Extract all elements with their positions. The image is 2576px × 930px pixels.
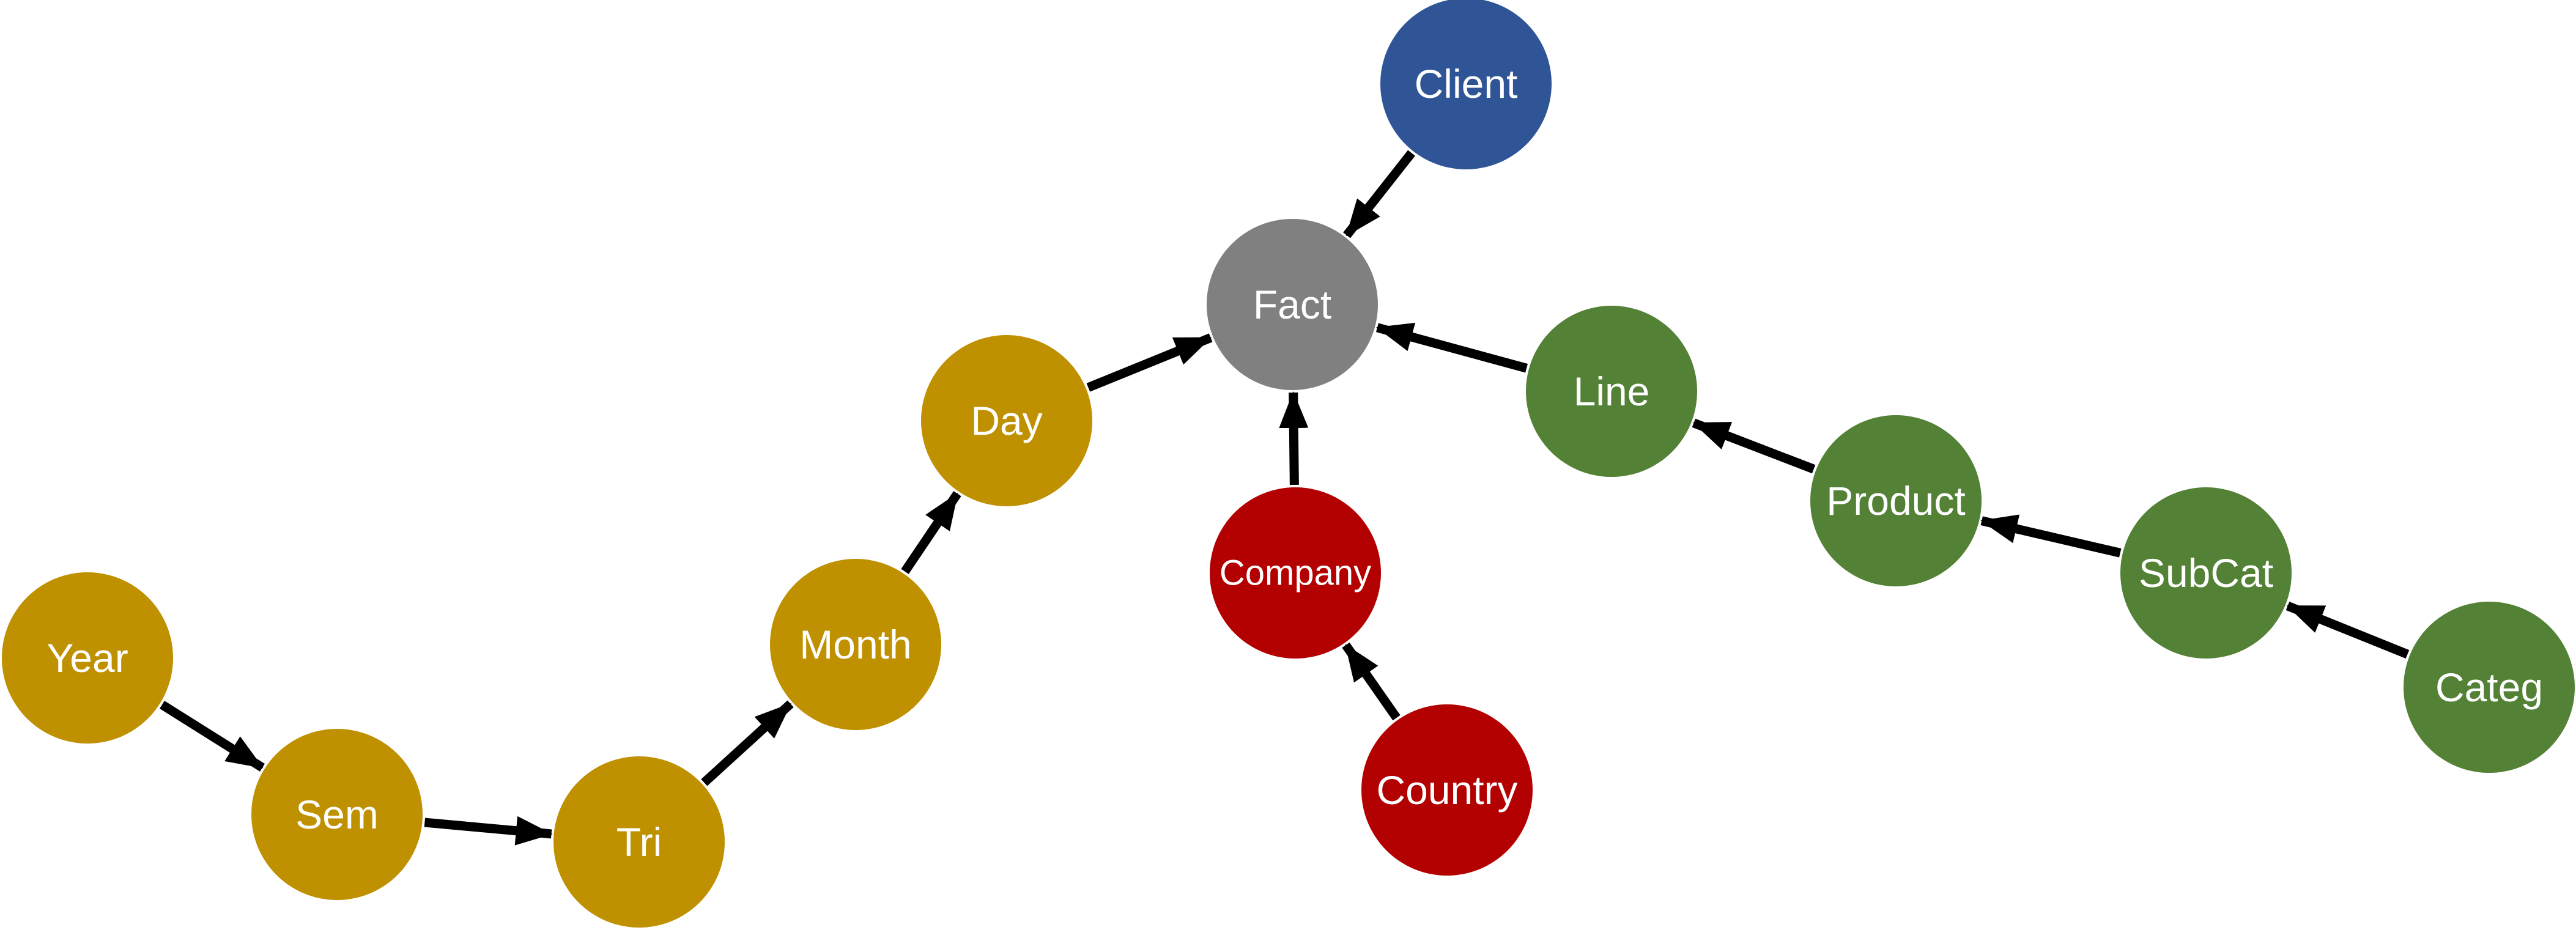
edges-layer bbox=[159, 150, 2410, 846]
node-subcat: SubCat bbox=[2120, 487, 2292, 659]
node-company-label: Company bbox=[1220, 553, 1371, 593]
node-sem-label: Sem bbox=[295, 792, 379, 837]
node-country: Country bbox=[1361, 704, 1533, 876]
node-client: Client bbox=[1380, 0, 1552, 169]
node-categ-label: Categ bbox=[2435, 665, 2543, 710]
node-product-label: Product bbox=[1826, 478, 1965, 523]
node-product-circle bbox=[1810, 415, 1982, 586]
node-day: Day bbox=[921, 335, 1092, 506]
node-day-circle bbox=[921, 335, 1092, 506]
node-month: Month bbox=[770, 559, 941, 730]
node-categ-circle bbox=[2404, 602, 2575, 773]
node-fact-circle bbox=[1207, 219, 1378, 390]
node-categ: Categ bbox=[2404, 602, 2575, 773]
edge-categ-to-subcat bbox=[2285, 601, 2410, 659]
edge-day-to-fact bbox=[1086, 333, 1213, 392]
node-fact: Fact bbox=[1207, 219, 1378, 390]
node-company: Company bbox=[1210, 487, 1381, 659]
node-day-label: Day bbox=[971, 398, 1042, 443]
node-tri-circle bbox=[553, 756, 725, 928]
edge-month-to-day bbox=[901, 491, 961, 574]
node-year: Year bbox=[2, 572, 173, 744]
edge-line-to-fact bbox=[1375, 322, 1528, 373]
node-sem-circle bbox=[251, 729, 423, 900]
edge-country-to-company bbox=[1342, 642, 1401, 721]
edge-product-to-line bbox=[1692, 418, 1816, 474]
edge-year-to-sem bbox=[159, 701, 265, 772]
edge-subcat-to-product bbox=[1980, 514, 2122, 558]
node-tri: Tri bbox=[553, 756, 725, 928]
edge-sem-to-tri bbox=[424, 816, 553, 846]
node-year-circle bbox=[2, 572, 173, 744]
node-country-label: Country bbox=[1376, 767, 1517, 813]
node-sem: Sem bbox=[251, 729, 423, 900]
edge-client-to-fact bbox=[1343, 150, 1415, 238]
node-country-circle bbox=[1361, 704, 1533, 876]
edge-tri-to-month bbox=[701, 700, 794, 786]
node-company-circle bbox=[1210, 487, 1381, 659]
node-year-label: Year bbox=[46, 635, 128, 681]
node-line-label: Line bbox=[1574, 369, 1650, 414]
node-subcat-circle bbox=[2120, 487, 2292, 659]
node-tri-label: Tri bbox=[616, 819, 662, 865]
node-month-circle bbox=[770, 559, 941, 730]
node-subcat-label: SubCat bbox=[2139, 550, 2273, 596]
node-fact-label: Fact bbox=[1253, 282, 1331, 327]
node-client-circle bbox=[1380, 0, 1552, 169]
edge-company-to-fact bbox=[1279, 391, 1309, 485]
node-client-label: Client bbox=[1415, 61, 1518, 106]
node-line-circle bbox=[1526, 306, 1697, 477]
node-line: Line bbox=[1526, 306, 1697, 477]
node-month-label: Month bbox=[799, 622, 911, 667]
node-product: Product bbox=[1810, 415, 1982, 586]
